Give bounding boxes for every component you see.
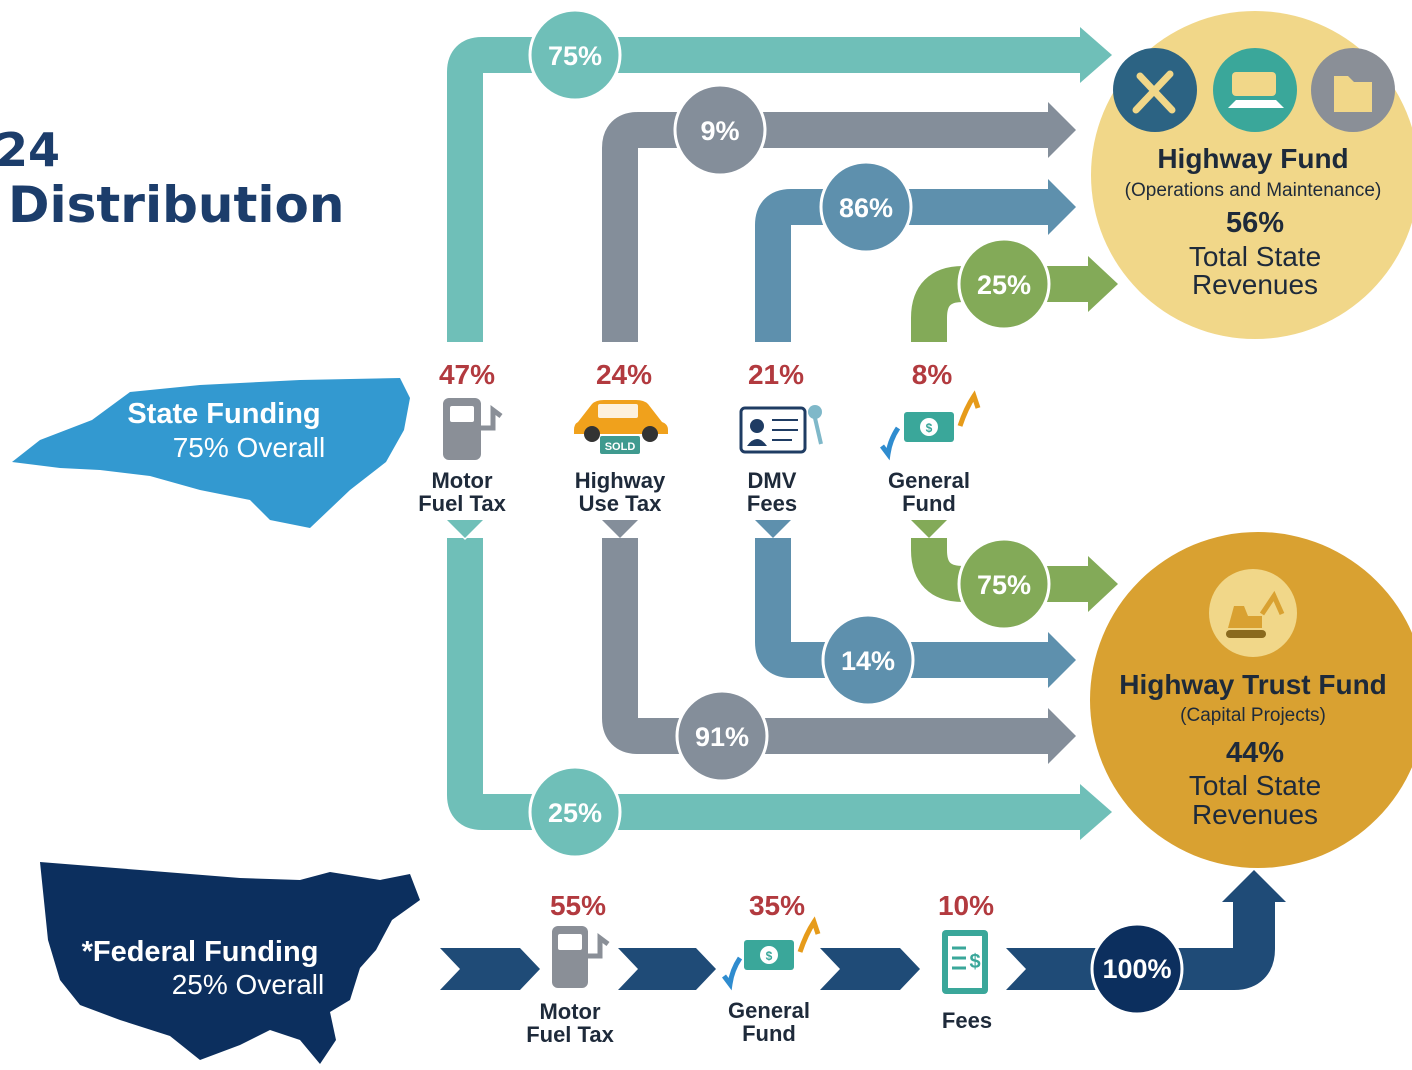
- trust-fund-text-2: Revenues: [1192, 799, 1318, 830]
- fee-receipt-icon: $: [942, 930, 988, 994]
- federal-label-motor-fuel-1: Motor: [539, 999, 601, 1024]
- flow-circle-75-trust: [957, 537, 1051, 631]
- motor-fuel-tax-to-highway-fund-flow: [447, 37, 1082, 342]
- source-label-general-fund-2: Fund: [902, 491, 956, 516]
- sold-badge: SOLD: [605, 441, 636, 453]
- flow-circle-75-highway: [528, 8, 622, 102]
- flow-circle-9-highway: [673, 83, 767, 177]
- federal-funding-map: *Federal Funding 25% Overall: [40, 862, 420, 1064]
- source-label-highway-use-1: Highway: [575, 468, 666, 493]
- highway-fund-subtitle: (Operations and Maintenance): [1125, 180, 1382, 201]
- money-transfer-icon: $: [880, 390, 981, 461]
- svg-text:$: $: [969, 951, 980, 973]
- source-percent-highway-use: 24%: [596, 359, 652, 390]
- usa-map-shape: [40, 862, 420, 1064]
- highway-fund-panel: Highway Fund (Operations and Maintenance…: [1113, 48, 1395, 300]
- flow-label-general-tf: 75%: [977, 570, 1031, 600]
- state-funding-map: State Funding 75% Overall: [12, 378, 410, 528]
- federal-100-circle: [1090, 922, 1184, 1016]
- source-label-highway-use-2: Use Tax: [579, 491, 663, 516]
- flow-arrowheads: [447, 27, 1118, 840]
- dmv-fees-to-trust-fund-flow: [755, 538, 1050, 678]
- sold-car-icon: SOLD: [574, 400, 668, 454]
- trust-fund-title: Highway Trust Fund: [1119, 669, 1387, 700]
- trust-fund-text-1: Total State: [1189, 770, 1321, 801]
- federal-to-trust-label: 100%: [1102, 954, 1171, 984]
- federal-percent-fees: 10%: [938, 890, 994, 921]
- flow-circle-86-highway: [819, 160, 913, 254]
- source-label-dmv-2: Fees: [747, 491, 797, 516]
- source-label-motor-fuel-1: Motor: [431, 468, 493, 493]
- flow-circle-14-trust: [821, 613, 915, 707]
- flow-percent-circles: 75% 9% 86% 25% 75% 14% 91% 25%: [528, 8, 1051, 859]
- svg-text:$: $: [766, 949, 773, 963]
- state-funding-subtitle: 75% Overall: [173, 432, 326, 463]
- svg-text:$: $: [926, 421, 933, 435]
- flow-circle-91-trust: [675, 689, 769, 783]
- license-card-icon: [739, 405, 823, 454]
- federal-label-motor-fuel-2: Fuel Tax: [526, 1022, 614, 1047]
- federal-funding-title: *Federal Funding: [82, 936, 319, 968]
- federal-percent-motor-fuel: 55%: [550, 890, 606, 921]
- federal-funding-subtitle: 25% Overall: [172, 969, 325, 1000]
- trust-fund-subtitle: (Capital Projects): [1180, 705, 1326, 726]
- federal-flow: 100% 55% Motor Fuel Tax 35% $ General Fu…: [440, 870, 1286, 1047]
- north-carolina-map-shape: [12, 378, 410, 528]
- highway-fund-text-1: Total State: [1189, 241, 1321, 272]
- flow-label-use-tax-hf: 9%: [700, 116, 739, 146]
- federal-percent-general-fund: 35%: [749, 890, 805, 921]
- source-percent-general-fund: 8%: [912, 359, 953, 390]
- flow-label-use-tax-tf: 91%: [695, 722, 749, 752]
- flow-label-motor-fuel-tf: 25%: [548, 798, 602, 828]
- fuel-pump-icon: [552, 926, 610, 988]
- highway-use-tax-to-trust-fund-flow: [602, 538, 1050, 754]
- highway-fund-percent: 56%: [1226, 207, 1284, 239]
- federal-label-general-fund-2: Fund: [742, 1021, 796, 1046]
- state-sources: 47% Motor Fuel Tax 24% SOLD Highway Use …: [418, 359, 981, 516]
- flow-label-general-hf: 25%: [977, 270, 1031, 300]
- motor-fuel-tax-to-trust-fund-flow: [447, 538, 1082, 830]
- federal-label-fees: Fees: [942, 1008, 992, 1033]
- source-percent-dmv: 21%: [748, 359, 804, 390]
- fuel-pump-icon: [443, 398, 503, 460]
- page-title: Distribution: [8, 176, 344, 234]
- source-label-motor-fuel-2: Fuel Tax: [418, 491, 506, 516]
- flow-circle-25-highway: [957, 237, 1051, 331]
- highway-trust-fund-panel: Highway Trust Fund (Capital Projects) 44…: [1119, 569, 1387, 830]
- flow-label-dmv-hf: 86%: [839, 193, 893, 223]
- flow-label-motor-fuel-hf: 75%: [548, 41, 602, 71]
- highway-use-tax-to-highway-fund-flow: [602, 112, 1050, 342]
- federal-label-general-fund-1: General: [728, 998, 810, 1023]
- source-percent-motor-fuel: 47%: [439, 359, 495, 390]
- flow-label-dmv-tf: 14%: [841, 646, 895, 676]
- highway-trust-fund-circle: [1090, 532, 1412, 868]
- source-label-general-fund-1: General: [888, 468, 970, 493]
- flow-circle-25-trust: [528, 765, 622, 859]
- money-transfer-icon: $: [722, 916, 821, 991]
- highway-fund-title: Highway Fund: [1157, 143, 1348, 174]
- highway-fund-text-2: Revenues: [1192, 269, 1318, 300]
- page-title-year: 24: [0, 123, 60, 177]
- source-label-dmv-1: DMV: [748, 468, 797, 493]
- state-funding-title: State Funding: [127, 398, 320, 430]
- dmv-fees-to-highway-fund-flow: [755, 189, 1050, 342]
- trust-fund-percent: 44%: [1226, 737, 1284, 769]
